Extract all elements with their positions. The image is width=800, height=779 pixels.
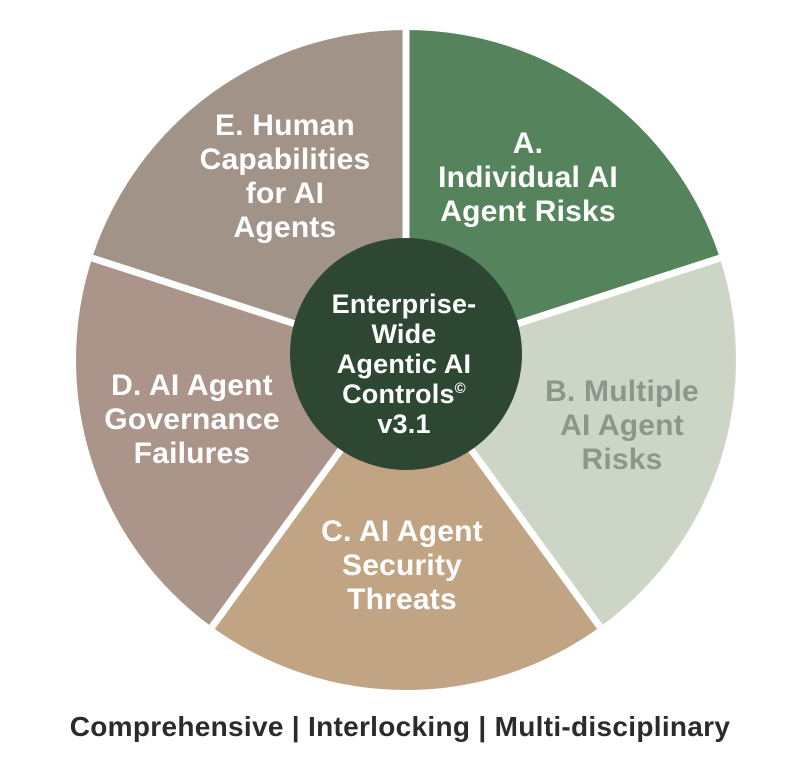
hub-controls-line: Controls© — [294, 379, 514, 409]
slice-label-ai-agent-governance-failures: D. AI Agent Governance Failures — [104, 369, 280, 470]
footer-tagline: Comprehensive | Interlocking | Multi-dis… — [69, 711, 731, 742]
copyright-symbol: © — [454, 380, 466, 397]
framework-wheel — [75, 30, 737, 691]
slice-label-human-capabilities-for-ai-agents: E. Human Capabilities for AI Agents — [199, 109, 371, 244]
slice-label-ai-agent-security-threats: C. AI Agent Security Threats — [321, 515, 483, 616]
slice-label-multiple-ai-agent-risks: B. Multiple AI Agent Risks — [545, 375, 699, 476]
slice-label-individual-ai-agent-risks: A. Individual AI Agent Risks — [438, 127, 618, 228]
hub-version: v3.1 — [377, 409, 431, 439]
hub-circle — [290, 238, 522, 470]
wedge-c — [212, 360, 600, 691]
hub-label: Enterprise- Wide Agentic AI Controls© v3… — [294, 289, 514, 439]
hub-title-lines: Enterprise- Wide Agentic AI — [331, 289, 477, 379]
hub-controls-word: Controls — [342, 379, 455, 409]
